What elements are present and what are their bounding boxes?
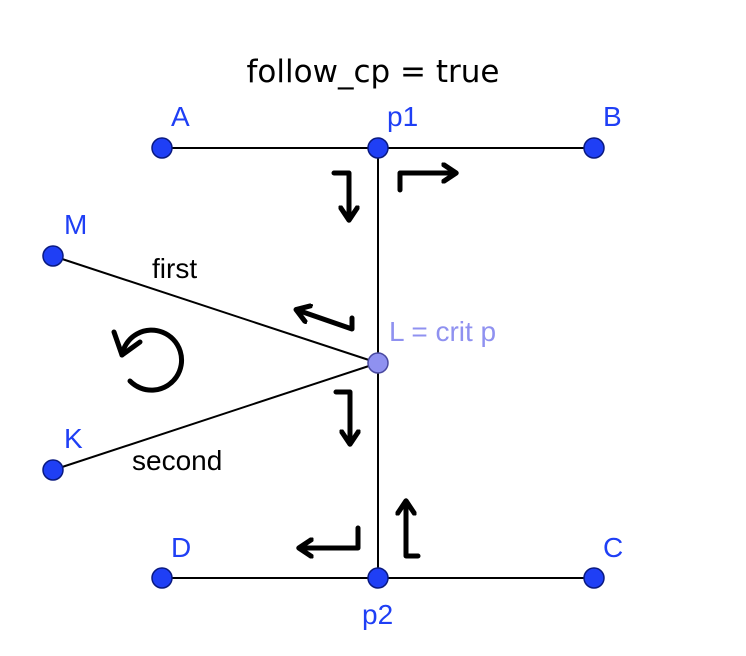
point-M[interactable] — [42, 245, 64, 267]
point-B[interactable] — [583, 137, 605, 159]
point-A[interactable] — [151, 137, 173, 159]
point-C[interactable] — [583, 567, 605, 589]
turn-arrow-icon — [406, 505, 421, 559]
label-K: K — [64, 423, 83, 454]
label-B: B — [603, 101, 622, 132]
point-D[interactable] — [151, 567, 173, 589]
label-D: D — [171, 532, 191, 563]
label-C: C — [603, 532, 623, 563]
point-p1[interactable] — [367, 137, 389, 159]
edge-second-K-L — [52, 362, 379, 471]
label-L: L = crit p — [389, 316, 496, 347]
turn-arrow-icon — [397, 173, 452, 193]
turn-arrow-icon — [303, 525, 361, 548]
label-M: M — [64, 209, 87, 240]
turn-arrow-icon — [331, 170, 349, 216]
label-p2: p2 — [362, 599, 393, 630]
turn-arrow-icon — [333, 389, 350, 440]
label-p1: p1 — [387, 101, 418, 132]
edge-label-second: second — [132, 445, 222, 476]
point-p2[interactable] — [367, 567, 389, 589]
turn-arrow-icon — [300, 311, 355, 332]
counterclockwise-rotate-icon-head — [111, 329, 143, 358]
edge-first-M-L — [52, 255, 379, 364]
edge-label-first: first — [152, 253, 197, 284]
label-A: A — [171, 101, 190, 132]
point-K[interactable] — [42, 459, 64, 481]
diagram-title: follow_cp = true — [247, 54, 500, 90]
counterclockwise-rotate-icon — [119, 327, 185, 393]
point-L-critical[interactable] — [367, 352, 389, 374]
